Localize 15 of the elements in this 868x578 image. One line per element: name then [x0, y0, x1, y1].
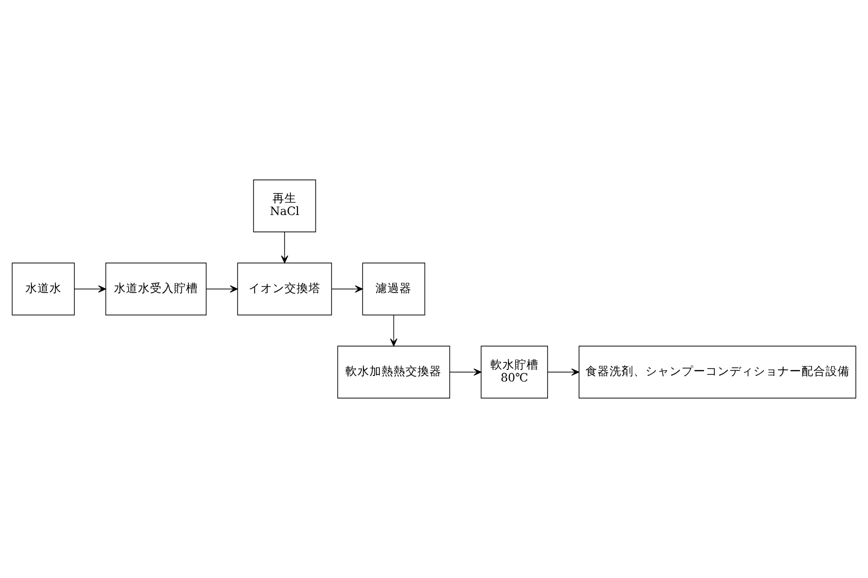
node-box: 水道水	[12, 262, 75, 316]
node-box: 再生 NaCl	[253, 180, 316, 232]
arrow	[206, 285, 238, 293]
arrow	[331, 285, 363, 293]
arrow	[547, 368, 580, 376]
arrow	[449, 368, 482, 376]
node-box: イオン交換塔	[237, 262, 332, 316]
node-box: 食器洗剤、シャンプーコンディショナー配合設備	[578, 346, 856, 398]
node-box: 水道水受入貯槽	[105, 262, 207, 316]
node-box: 軟水加熱熱交換器	[337, 346, 450, 398]
arrow	[281, 232, 288, 264]
node-box: 軟水貯槽 80℃	[480, 346, 548, 398]
arrow	[74, 285, 106, 293]
arrow	[390, 314, 398, 346]
node-box: 濾過器	[362, 262, 426, 316]
